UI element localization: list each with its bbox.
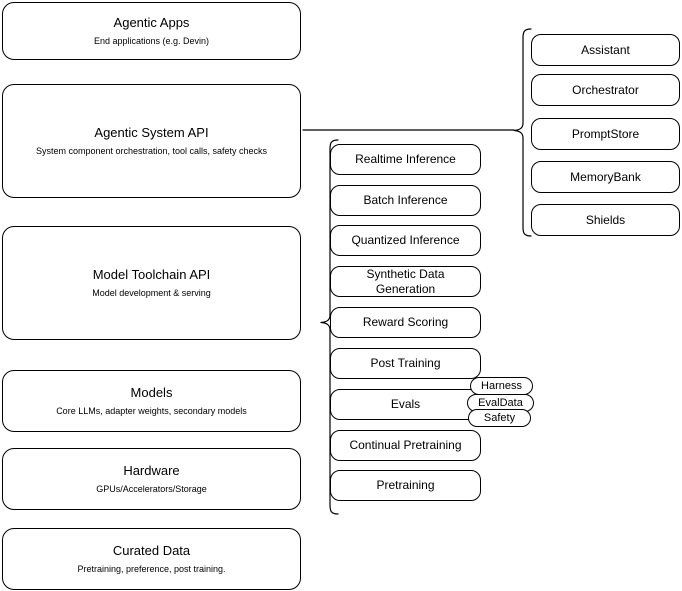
layer-title: Hardware xyxy=(123,462,180,478)
layer-title: Agentic System API xyxy=(94,124,209,140)
capability-pretraining[interactable]: Pretraining xyxy=(330,470,481,501)
layer-agentic-system-api[interactable]: Agentic System API System component orch… xyxy=(2,84,301,198)
capability-post-training[interactable]: Post Training xyxy=(330,348,481,379)
layer-subtitle: Model development & serving xyxy=(92,288,211,298)
layer-subtitle: Pretraining, preference, post training. xyxy=(77,564,226,574)
capability-synthetic-data-generation[interactable]: Synthetic Data Generation xyxy=(330,266,481,297)
layer-subtitle: Core LLMs, adapter weights, secondary mo… xyxy=(56,406,247,416)
component-promptstore[interactable]: PromptStore xyxy=(531,118,680,150)
capability-reward-scoring[interactable]: Reward Scoring xyxy=(330,307,481,338)
component-assistant[interactable]: Assistant xyxy=(531,34,680,66)
layer-title: Models xyxy=(130,384,173,400)
brace-agentic-system-components xyxy=(513,28,532,237)
component-memorybank[interactable]: MemoryBank xyxy=(531,161,680,193)
layer-curated-data[interactable]: Curated Data Pretraining, preference, po… xyxy=(2,528,301,590)
capability-realtime-inference[interactable]: Realtime Inference xyxy=(330,144,481,175)
layer-subtitle: GPUs/Accelerators/Storage xyxy=(96,484,207,494)
capability-batch-inference[interactable]: Batch Inference xyxy=(330,185,481,216)
layer-hardware[interactable]: Hardware GPUs/Accelerators/Storage xyxy=(2,448,301,510)
capability-quantized-inference[interactable]: Quantized Inference xyxy=(330,225,481,256)
layer-models[interactable]: Models Core LLMs, adapter weights, secon… xyxy=(2,370,301,432)
capability-evals[interactable]: Evals xyxy=(330,389,481,420)
layer-title: Model Toolchain API xyxy=(92,266,211,282)
component-orchestrator[interactable]: Orchestrator xyxy=(531,74,680,106)
layer-title: Curated Data xyxy=(112,542,191,558)
evals-subcomponent-harness[interactable]: Harness xyxy=(470,377,533,395)
layer-model-toolchain-api[interactable]: Model Toolchain API Model development & … xyxy=(2,226,301,340)
capability-continual-pretraining[interactable]: Continual Pretraining xyxy=(330,430,481,461)
layer-subtitle: End applications (e.g. Devin) xyxy=(93,36,210,46)
layer-title: Agentic Apps xyxy=(113,14,190,30)
layer-subtitle: System component orchestration, tool cal… xyxy=(35,146,268,156)
layer-agentic-apps[interactable]: Agentic Apps End applications (e.g. Devi… xyxy=(2,2,301,60)
component-shields[interactable]: Shields xyxy=(531,204,680,236)
evals-subcomponent-safety[interactable]: Safety xyxy=(468,409,531,427)
